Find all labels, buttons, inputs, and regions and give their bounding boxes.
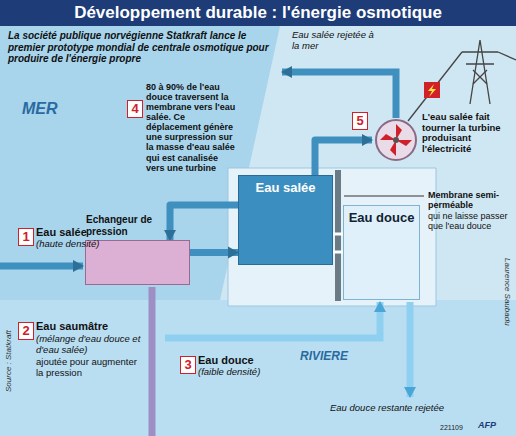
turbine-hub [393,137,399,143]
pipe-connector [170,205,238,240]
turbine-casing [376,120,416,160]
node-text: Eau salée [239,176,332,195]
pipe-connector [190,249,238,256]
callout-text: qui ne laisse passer que l'eau douce [428,211,508,231]
turbine-symbol [372,116,420,164]
callout-heading: Membrane semi-perméable [428,190,508,210]
salt-inflow-pipe [0,263,83,270]
node-text: L'eau salée fait tourner la turbine prod… [422,112,506,155]
plant-floor [228,168,436,306]
brackish-pipe [149,287,156,436]
power-wire [408,52,462,121]
flow-note: Eau douce restante rejetée [330,403,490,414]
pressure-exchanger-box: Echangeur de pression [85,240,190,285]
callout-heading: Eau douce [198,354,293,367]
pylon-arm [462,52,498,64]
date-code: 221109 [440,424,480,431]
pipe-connector [315,140,372,175]
membrane-leader [344,196,424,197]
callout-text: (mélange d'eau douce et d'eau salée) [36,334,142,356]
flow-note: Eau salée rejetée à la mer [292,30,380,52]
callout-text: ajoutée pour augmenter la pression [36,357,142,379]
pylon [408,40,516,121]
callout-number: 2 [18,322,34,340]
callout-text: 80 à 90% de l'eau douce traversent la me… [146,82,238,173]
river-area [0,300,516,436]
subtitle: La société publique norvégienne Statkraf… [8,30,270,65]
turbine-blades [380,124,412,156]
node-text: Eau douce [344,206,419,225]
fresh-inflow-pipe [165,302,380,338]
region-label: RIVIERE [300,349,370,363]
power-wire [498,52,516,60]
callout-heading: Eau salée [36,226,116,239]
title-text: Développement durable : l'énergie osmoti… [0,0,516,26]
lightning-symbol [428,84,436,97]
pylon-leg [470,40,490,104]
callout-number: 5 [352,112,368,130]
callout-number: 1 [18,228,34,246]
pylon-brace [473,70,487,84]
agency-logo: AFP [478,420,514,430]
callout-text: (haute densité) [36,239,116,250]
turbine: L'eau salée fait tourner la turbine prod… [372,112,508,170]
sea-outflow-pipe [282,72,396,118]
region-label: MER [22,100,82,118]
generator-box [424,82,440,98]
callout-heading: Eau saumâtre [36,320,142,333]
title-band [0,0,516,26]
callout-number: 4 [127,100,143,118]
fresh-outflow-pipe [407,302,414,397]
salt-water-tank: Eau salée [238,175,333,265]
callout-text: (faible densité) [198,367,293,378]
node-text: Echangeur de pression [86,214,161,237]
callout-number: 3 [180,356,196,374]
author-credit: Laurence Saubadu [503,258,512,326]
fresh-water-tank: Eau douce [343,205,420,300]
source-credit: Source : Statkraft [4,330,13,392]
